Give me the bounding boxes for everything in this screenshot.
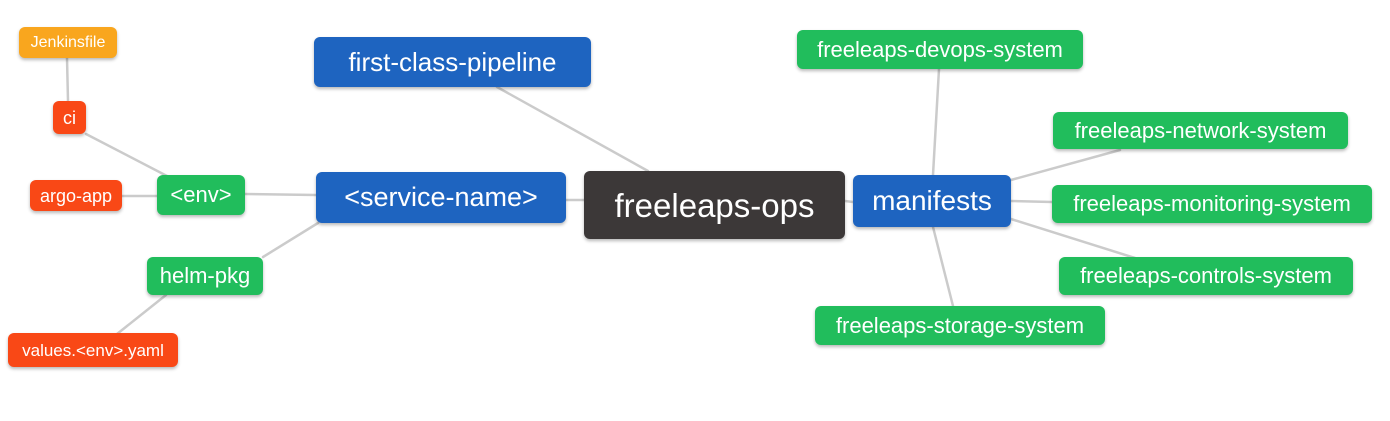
node-values-env-yaml[interactable]: values.<env>.yaml <box>8 333 178 367</box>
edge-manifests-network-system <box>1009 148 1122 182</box>
node-freeleaps-devops-system[interactable]: freeleaps-devops-system <box>797 30 1083 69</box>
edge-manifests-controls-system <box>1009 217 1137 260</box>
node-env[interactable]: <env> <box>157 175 245 215</box>
node-first-class-pipeline[interactable]: first-class-pipeline <box>314 37 591 87</box>
edge-manifests-monitoring-system <box>1009 199 1054 204</box>
edge-manifests-storage-system <box>931 225 955 308</box>
node-argo-app[interactable]: argo-app <box>30 180 122 211</box>
node-helm-pkg[interactable]: helm-pkg <box>147 257 263 295</box>
node-freeleaps-ops[interactable]: freeleaps-ops <box>584 171 845 239</box>
node-jenkinsfile[interactable]: Jenkinsfile <box>19 27 117 58</box>
edge-jenkinsfile-ci <box>65 56 70 103</box>
node-ci[interactable]: ci <box>53 101 86 134</box>
edge-service-name-helm-pkg <box>261 221 320 259</box>
node-freeleaps-monitoring-system[interactable]: freeleaps-monitoring-system <box>1052 185 1372 223</box>
edge-manifests-devops-system <box>931 67 941 177</box>
node-manifests[interactable]: manifests <box>853 175 1011 227</box>
edge-first-class-pipeline-ops <box>495 85 650 173</box>
node-service-name[interactable]: <service-name> <box>316 172 566 223</box>
node-freeleaps-storage-system[interactable]: freeleaps-storage-system <box>815 306 1105 345</box>
edge-ops-manifests <box>843 199 855 204</box>
edge-ci-env <box>84 132 169 178</box>
node-freeleaps-network-system[interactable]: freeleaps-network-system <box>1053 112 1348 149</box>
node-freeleaps-controls-system[interactable]: freeleaps-controls-system <box>1059 257 1353 295</box>
edge-helm-pkg-values-env-yaml <box>115 293 168 336</box>
edge-env-service-name <box>243 192 318 197</box>
